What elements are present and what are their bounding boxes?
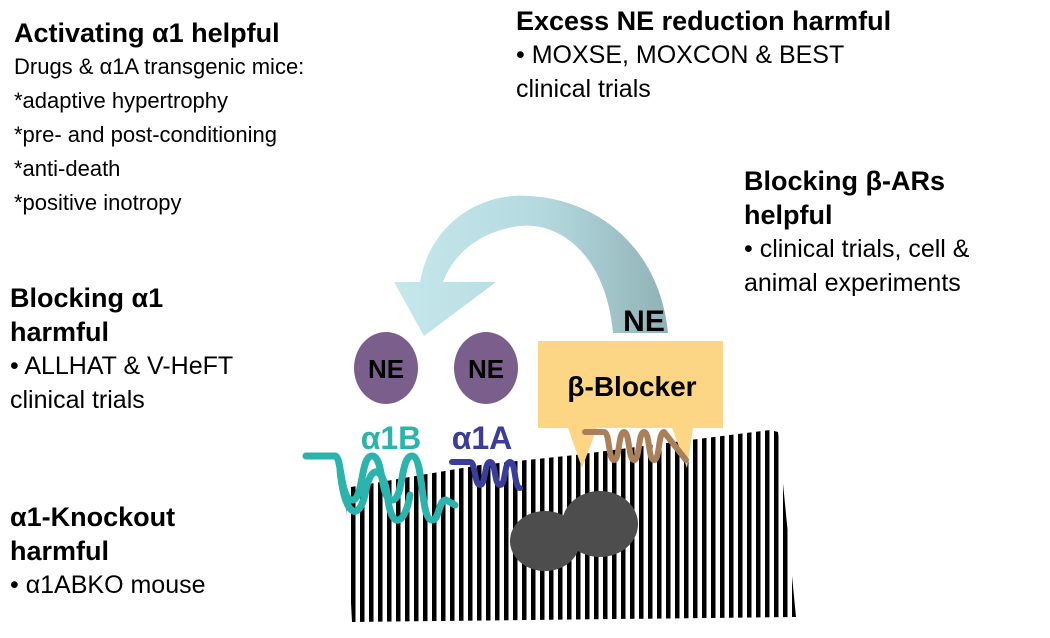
receptor-a1b xyxy=(302,452,459,524)
block-activating-item: *anti-death xyxy=(14,156,121,181)
block-blocking-a1-heading: Blocking α1 xyxy=(10,283,164,313)
block-blocking-beta-line: animal experiments xyxy=(744,269,961,297)
block-activating-item: *positive inotropy xyxy=(14,190,182,215)
block-activating-intro: Drugs & α1A transgenic mice: xyxy=(14,54,305,79)
block-blocking-beta-heading: helpful xyxy=(744,200,833,230)
block-knockout-heading: α1-Knockout xyxy=(10,502,176,532)
beta-blocker-shape xyxy=(538,341,723,468)
block-excess-ne-line: • MOXSE, MOXCON & BEST xyxy=(516,41,845,69)
ne-label-released: NE xyxy=(623,305,665,338)
block-blocking-a1-line: clinical trials xyxy=(10,386,145,414)
block-activating: Activating α1 helpful Drugs & α1A transg… xyxy=(14,16,304,220)
receptor-a1b-lower xyxy=(336,466,414,524)
receptor-beta xyxy=(582,429,689,463)
block-knockout-line: • α1ABKO mouse xyxy=(10,571,206,599)
block-blocking-beta: Blocking β-ARs helpful • clinical trials… xyxy=(744,164,969,300)
block-excess-ne-line: clinical trials xyxy=(516,75,651,103)
block-blocking-beta-heading: Blocking β-ARs xyxy=(744,166,945,196)
block-activating-item: *adaptive hypertrophy xyxy=(14,88,229,113)
receptor-a1a-label: α1A xyxy=(452,420,513,456)
block-knockout-heading: harmful xyxy=(10,536,110,566)
block-excess-ne: Excess NE reduction harmful • MOXSE, MOX… xyxy=(516,4,891,106)
ne-label-left: NE xyxy=(368,354,404,384)
ne-circle-right xyxy=(454,332,518,404)
block-blocking-beta-line: • clinical trials, cell & xyxy=(744,235,970,263)
ne-label-right: NE xyxy=(468,354,504,384)
ne-circle-left xyxy=(354,332,418,404)
block-blocking-a1-heading: harmful xyxy=(10,317,110,347)
block-knockout: α1-Knockout harmful • α1ABKO mouse xyxy=(10,500,206,602)
beta-blocker-label: β-Blocker xyxy=(567,371,696,402)
block-activating-heading: Activating α1 helpful xyxy=(14,18,280,48)
block-activating-item: *pre- and post-conditioning xyxy=(14,122,277,147)
block-excess-ne-heading: Excess NE reduction harmful xyxy=(516,6,892,36)
receptor-a1b-label: α1B xyxy=(361,420,422,456)
block-blocking-a1-line: • ALLHAT & V-HeFT xyxy=(10,352,234,380)
receptor-a1a xyxy=(449,459,523,491)
feedback-arrow xyxy=(394,195,668,336)
block-blocking-a1: Blocking α1 harmful • ALLHAT & V-HeFT cl… xyxy=(10,281,233,417)
nucleus-right xyxy=(562,491,638,557)
